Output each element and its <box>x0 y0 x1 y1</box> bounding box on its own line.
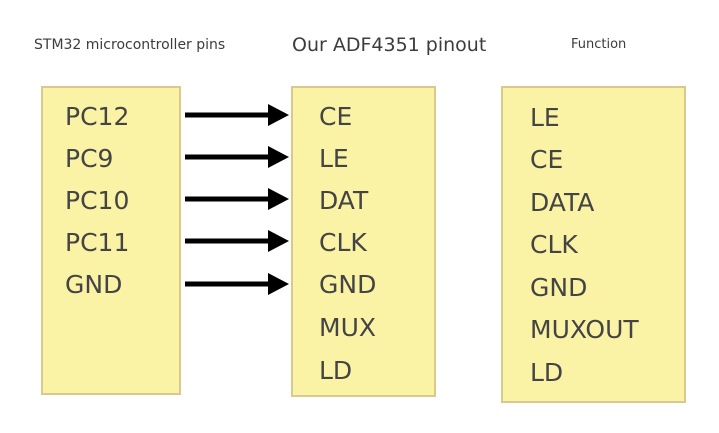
function-pins-box: LE CE DATA CLK GND MUXOUT LD <box>501 86 686 403</box>
arrow-pc10-to-dat <box>185 188 289 210</box>
adf4351-pinout-heading: Our ADF4351 pinout <box>292 34 487 56</box>
arrow-pc11-to-clk <box>185 230 289 252</box>
adf4351-pin: CLK <box>319 228 367 257</box>
function-pin: CE <box>530 145 564 174</box>
stm32-pins-box: PC12 PC9 PC10 PC11 GND <box>41 86 181 395</box>
arrow-pc9-to-le <box>185 146 289 168</box>
stm32-pin: PC11 <box>65 228 130 257</box>
stm32-pin: PC10 <box>65 186 130 215</box>
function-pin: DATA <box>530 188 595 217</box>
function-pin: LE <box>530 103 560 132</box>
function-pin: GND <box>530 273 588 302</box>
adf4351-pin: MUX <box>319 313 376 342</box>
function-pin: CLK <box>530 230 578 259</box>
adf4351-pin: GND <box>319 270 377 299</box>
arrow-pc12-to-ce <box>185 104 289 126</box>
function-pin: MUXOUT <box>530 315 639 344</box>
function-pin: LD <box>530 358 564 387</box>
stm32-pin: GND <box>65 270 123 299</box>
adf4351-pin: DAT <box>319 186 369 215</box>
adf4351-pins-box: CE LE DAT CLK GND MUX LD <box>291 86 436 397</box>
arrow-gnd-to-gnd <box>185 273 289 295</box>
function-heading: Function <box>571 37 627 52</box>
stm32-pin: PC9 <box>65 144 114 173</box>
adf4351-pin: CE <box>319 102 353 131</box>
adf4351-pin: LD <box>319 356 353 385</box>
adf4351-pin: LE <box>319 144 349 173</box>
stm32-pin: PC12 <box>65 102 130 131</box>
stm32-pins-heading: STM32 microcontroller pins <box>34 37 226 53</box>
